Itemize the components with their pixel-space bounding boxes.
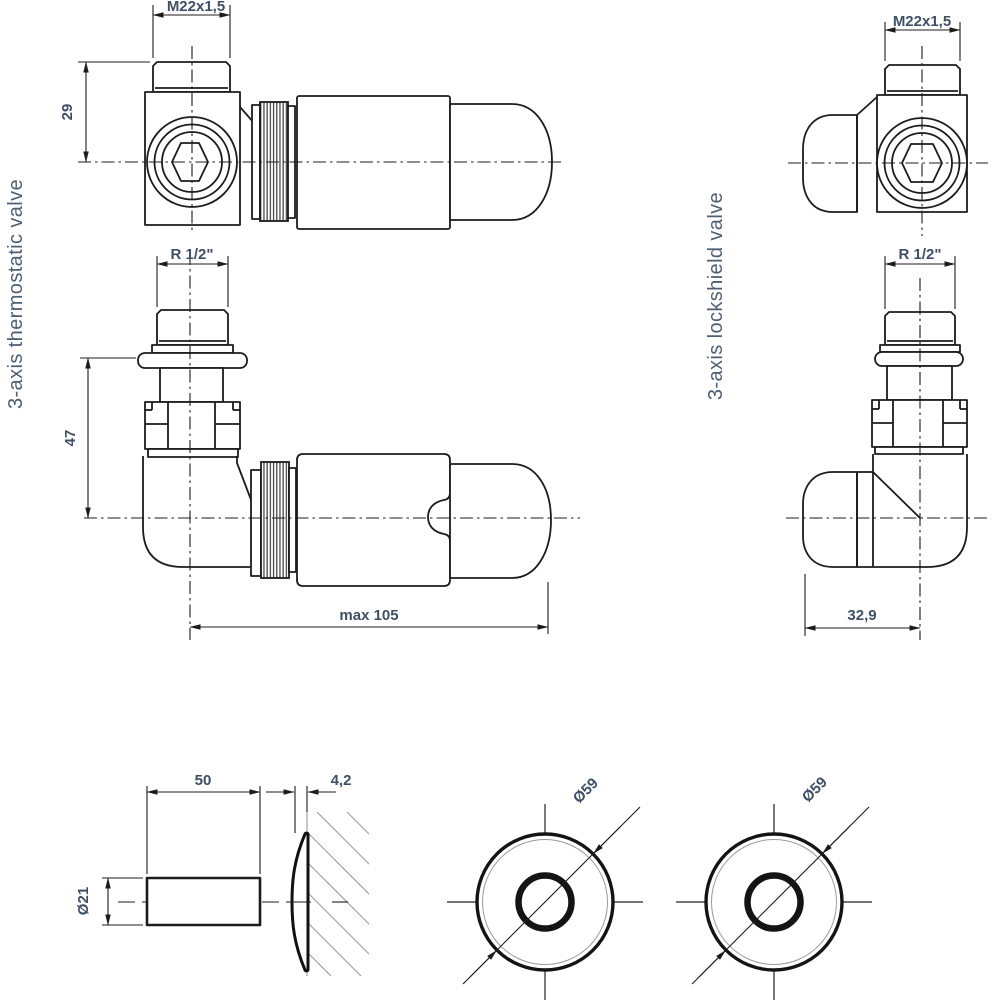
union-nut <box>144 401 241 450</box>
rosette-front-view-right: Ø59 <box>676 774 872 1000</box>
label-lockshield-valve: 3-axis lockshield valve <box>705 192 727 400</box>
dim-rosette-diameter-label: Ø59 <box>799 774 831 806</box>
elbow-body <box>142 456 253 568</box>
rosette-inner-circle <box>482 839 608 965</box>
dim-height-label: 47 <box>62 430 79 447</box>
dim-thread-label: M22x1,5 <box>893 13 951 30</box>
dim-pipe-length-label: 50 <box>195 772 212 789</box>
rosette-front-view-left: Ø59 <box>447 775 643 1000</box>
dim-thread-label: M22x1,5 <box>167 0 225 15</box>
head-end-cap <box>449 463 552 579</box>
dim-width-label: 32,9 <box>847 607 876 624</box>
rosette-inner-circle <box>711 839 837 965</box>
dim-length-label: max 105 <box>339 607 398 624</box>
pipe-rosette-section-view: 50 4,2 Ø21 <box>75 772 369 976</box>
flange <box>137 352 248 369</box>
thermostatic-main-view: R 1/2" 47 max 105 <box>62 246 580 640</box>
pipe-connector <box>802 471 858 568</box>
knurled-ring <box>260 461 290 579</box>
thermostatic-side-view: M22x1,5 29 <box>59 0 562 234</box>
dim-thread-label: R 1/2" <box>171 246 214 263</box>
dim-thread-label: R 1/2" <box>899 246 942 263</box>
dim-height-label: 29 <box>59 104 76 121</box>
elbow-body <box>857 454 968 568</box>
dim-pipe-diameter-label: Ø21 <box>75 887 92 915</box>
thermostatic-head <box>296 453 451 587</box>
flange <box>874 351 964 367</box>
lockshield-side-view: M22x1,5 <box>788 13 988 236</box>
lockshield-main-view: R 1/2" 32,9 <box>786 246 988 640</box>
dim-rosette-diameter-label: Ø59 <box>570 775 602 807</box>
thread-port <box>156 309 229 346</box>
label-thermostatic-valve: 3-axis thermostatic valve <box>5 179 27 409</box>
stem <box>159 367 224 403</box>
pipe-tail <box>145 876 262 927</box>
dim-rosette-thickness-label: 4,2 <box>331 772 352 789</box>
